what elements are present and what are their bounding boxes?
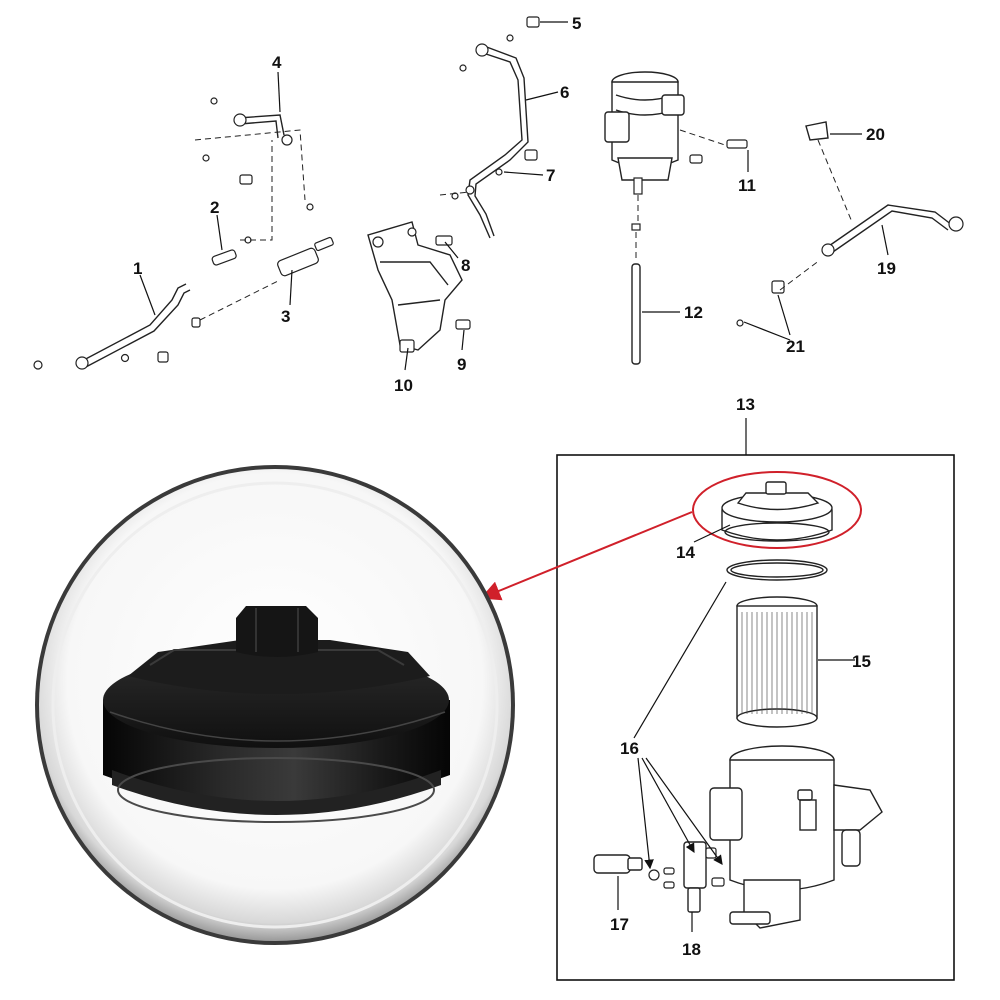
callout-20: 20: [866, 125, 885, 144]
callout-10: 10: [394, 376, 413, 395]
zoom-lens: [35, 465, 515, 945]
callout-21: 21: [786, 337, 805, 356]
callout-17: 17: [610, 915, 629, 934]
callout-13: 13: [736, 395, 755, 414]
valve-18-drawing: [663, 841, 725, 932]
kit-box-13: 14 15 16 17 18: [556, 418, 955, 981]
part-housing-top: [604, 71, 749, 231]
callout-18: 18: [682, 940, 701, 959]
cap-wrench-photo: [103, 606, 450, 823]
o-ring-drawing: [726, 559, 828, 581]
callout-1: 1: [133, 259, 142, 278]
callout-2: 2: [210, 198, 219, 217]
sensor-17-drawing: [593, 854, 660, 910]
part-10-bracket: [367, 221, 471, 371]
part-12-rod: [631, 232, 680, 365]
callout-14: 14: [676, 543, 695, 562]
zoom-pointer-arrow: [480, 511, 693, 601]
callout-3: 3: [281, 307, 290, 326]
part-19-fuel-line: [736, 121, 964, 341]
part-1-fuel-line: [33, 274, 201, 370]
filter-element-drawing: [736, 596, 818, 728]
callout-11: 11: [738, 176, 756, 195]
callout-8: 8: [461, 256, 470, 275]
part-2-fitting: [211, 140, 273, 266]
callout-4: 4: [272, 53, 282, 72]
part-3-sensor: [199, 236, 334, 321]
callout-12: 12: [684, 303, 703, 322]
callout-16: 16: [620, 739, 639, 758]
part-6-return-line: [439, 16, 568, 239]
part-4-tube: [194, 71, 314, 211]
callout-5: 5: [572, 14, 581, 33]
callout-19: 19: [877, 259, 896, 278]
highlight-ring: [692, 471, 862, 549]
callout-9: 9: [457, 355, 466, 374]
callout-7: 7: [546, 166, 555, 185]
callout-6: 6: [560, 83, 569, 102]
filter-cap-drawing: [721, 481, 833, 542]
filter-housing-drawing: [709, 745, 883, 929]
callout-15: 15: [852, 652, 871, 671]
